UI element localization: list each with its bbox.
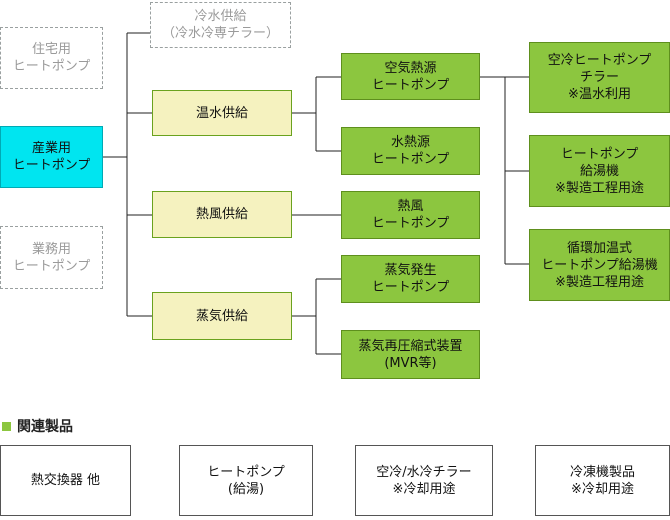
cold-water-supply-node: 冷水供給 （冷水冷専チラー） (150, 2, 291, 48)
steam-supply-node: 蒸気供給 (152, 292, 292, 340)
legend-square-icon (2, 421, 11, 431)
commercial-heat-pump-node: 業務用 ヒートポンプ (0, 226, 103, 289)
industrial-heat-pump-root: 産業用 ヒートポンプ (0, 126, 103, 188)
steam-generation-heat-pump-node: 蒸気発生 ヒートポンプ (341, 255, 480, 303)
air-cooled-chiller-node: 空冷ヒートポンプ チラー ※温水利用 (529, 42, 670, 113)
circulating-heat-pump-water-heater-node: 循環加温式 ヒートポンプ給湯機 ※製造工程用途 (529, 229, 670, 301)
residential-heat-pump-node: 住宅用 ヒートポンプ (0, 27, 103, 89)
mvr-node: 蒸気再圧縮式装置 (MVR等) (341, 330, 480, 379)
related-product-heat-pump-water: ヒートポンプ (給湯) (179, 445, 313, 516)
related-product-refrigerator: 冷凍機製品 ※冷却用途 (535, 445, 670, 516)
hot-air-supply-node: 熱風供給 (152, 191, 292, 238)
related-product-heat-exchanger: 熱交換器 他 (0, 445, 131, 516)
air-source-heat-pump-node: 空気熱源 ヒートポンプ (341, 53, 480, 100)
heat-pump-water-heater-node: ヒートポンプ 給湯機 ※製造工程用途 (529, 135, 670, 207)
related-product-chiller: 空冷/水冷チラー ※冷却用途 (355, 445, 493, 516)
related-products-heading: 関連製品 (0, 416, 73, 436)
hot-air-heat-pump-node: 熱風 ヒートポンプ (341, 191, 480, 239)
water-source-heat-pump-node: 水熱源 ヒートポンプ (341, 127, 480, 175)
hot-water-supply-node: 温水供給 (152, 90, 292, 136)
